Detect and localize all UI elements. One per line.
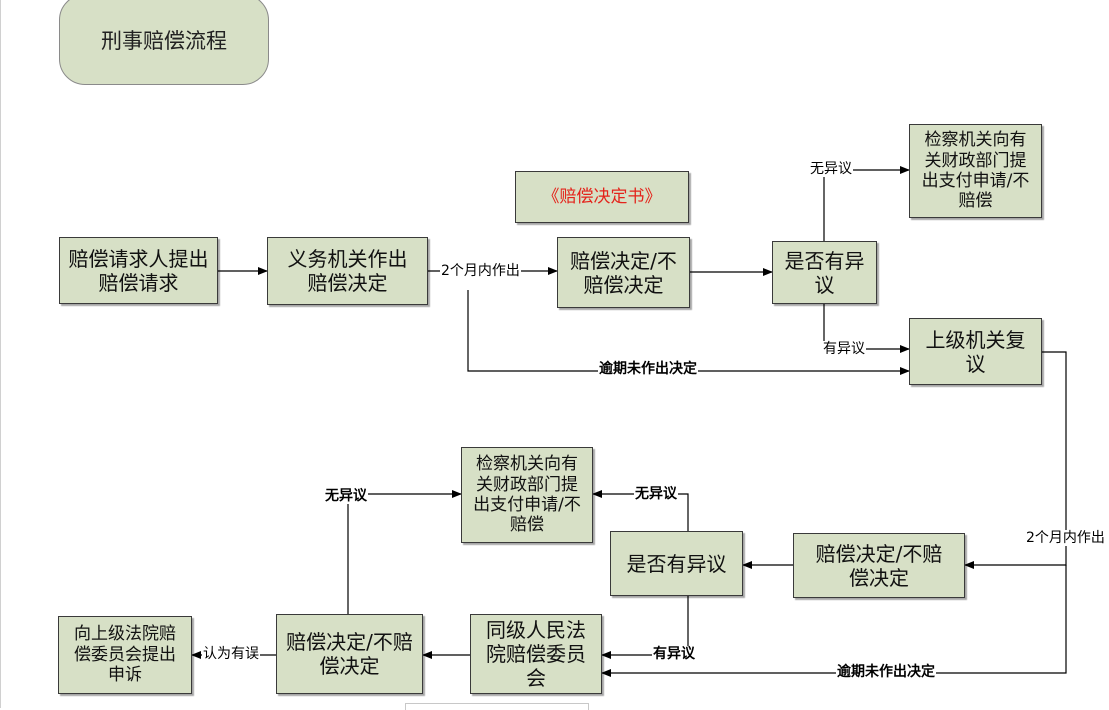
box-decision-2: 赔偿决定/不赔偿决定 (793, 533, 965, 598)
connector-overdue-2 (601, 565, 1067, 677)
page-title: 刑事赔偿流程 (59, 0, 269, 85)
box-decision-3: 赔偿决定/不赔偿决定 (276, 614, 423, 694)
box-appeal: 向上级法院赔偿委员会提出申诉 (58, 616, 192, 694)
label-two-months-2: 2个月内作出 (1025, 530, 1106, 546)
connector-reconsider-to-decision2 (964, 351, 1067, 569)
box-objection-1: 是否有异议 (772, 241, 877, 304)
box-court-committee: 同级人民法院赔偿委员会 (470, 614, 602, 694)
connector-decision3-no-objection (347, 490, 462, 614)
label-overdue-1: 逾期未作出决定 (598, 361, 698, 377)
box-procuratorate-1: 检察机关向有关财政部门提出支付申请/不赔偿 (909, 124, 1042, 218)
box-procuratorate-2: 检察机关向有关财政部门提出支付申请/不赔偿 (461, 447, 593, 543)
box-decision-book: 《赔偿决定书》 (515, 171, 689, 223)
label-think-wrong: 认为有误 (202, 646, 260, 662)
connector-objection1-no-objection (823, 166, 910, 241)
connector-overdue-1 (467, 290, 910, 375)
box-organ-decision: 义务机关作出赔偿决定 (267, 237, 428, 305)
label-has-objection-1: 有异议 (822, 341, 866, 357)
box-claim: 赔偿请求人提出赔偿请求 (59, 237, 218, 304)
connector-objection2-no-objection (592, 490, 689, 531)
box-decision-1: 赔偿决定/不赔偿决定 (557, 237, 690, 308)
label-no-objection-1: 无异议 (809, 161, 853, 177)
page-left-edge (0, 0, 1, 708)
box-objection-2: 是否有异议 (610, 531, 743, 596)
box-reconsideration: 上级机关复议 (909, 318, 1042, 385)
label-two-months-1: 2个月内作出 (440, 263, 521, 279)
cropped-box-stub (405, 703, 589, 710)
label-overdue-2: 逾期未作出决定 (836, 664, 936, 680)
label-no-objection-2: 无异议 (634, 486, 678, 502)
label-no-objection-3: 无异议 (324, 488, 368, 504)
label-has-objection-2: 有异议 (652, 646, 696, 662)
